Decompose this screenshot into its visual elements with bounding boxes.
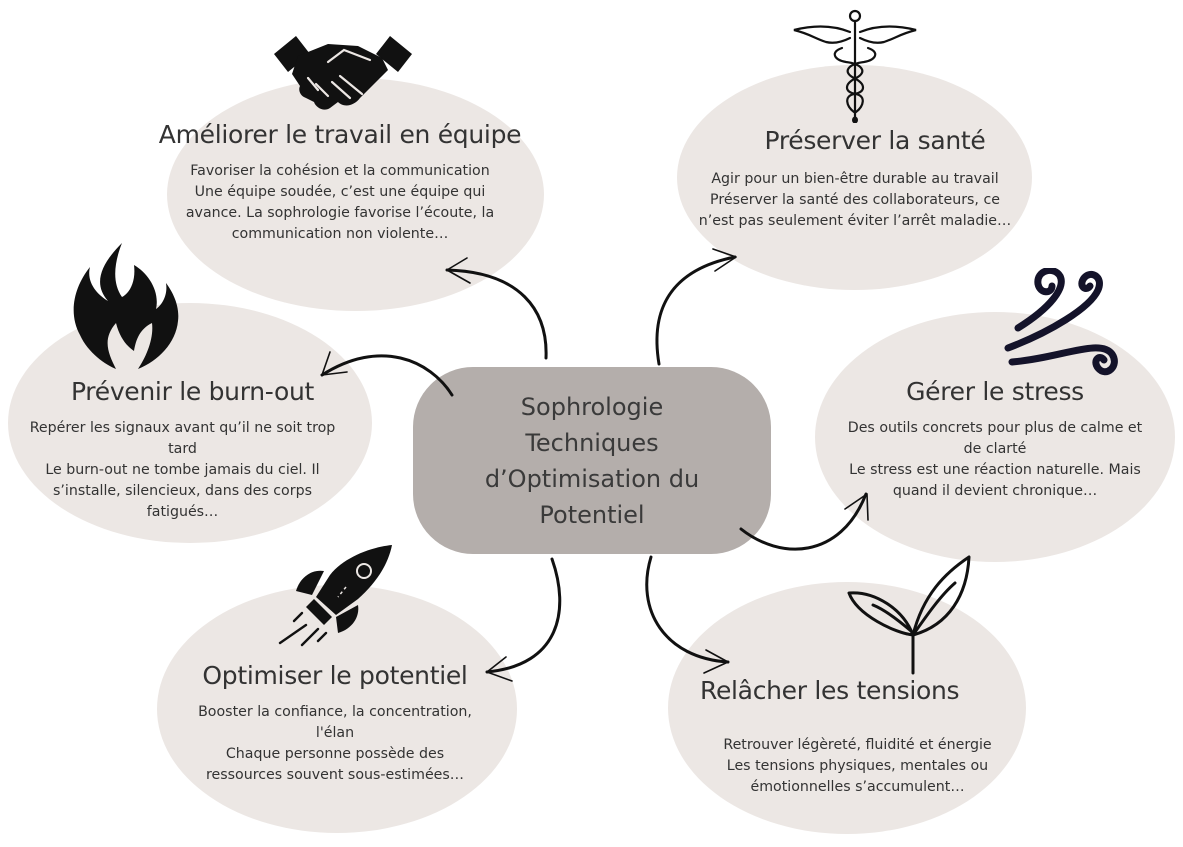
desc-line: Le stress est une réaction naturelle. Ma… [849, 462, 1141, 478]
desc-line: Retrouver légèreté, fluidité et énergie [723, 737, 992, 753]
node-title: Relâcher les tensions [700, 676, 960, 705]
center-topic: Sophrologie Techniques d’Optimisation du… [413, 367, 771, 554]
center-title: Sophrologie Techniques d’Optimisation du… [485, 389, 699, 533]
node-description: Agir pour un bien-être durable au travai… [680, 169, 1030, 232]
ellipse-potential [157, 585, 517, 833]
center-line: d’Optimisation du [484, 464, 700, 493]
sprout-icon [847, 555, 971, 675]
desc-line: l'élan [315, 725, 355, 741]
node-title: Préserver la santé [764, 126, 986, 155]
desc-line: Préserver la santé des collaborateurs, c… [710, 192, 1000, 208]
arrow-stress [739, 492, 868, 551]
arrowhead-potential [486, 656, 513, 682]
desc-line: n’est pas seulement éviter l’arrêt malad… [698, 213, 1012, 229]
node-description: Booster la confiance, la concentration, … [160, 702, 510, 786]
ellipse-burnout [8, 303, 372, 543]
desc-line: communication non violente… [231, 226, 449, 242]
arrow-burnout [320, 354, 454, 397]
desc-line: s’installe, silencieux, dans des corps [53, 483, 312, 499]
desc-line: Agir pour un bien-être durable au travai… [711, 171, 999, 187]
ellipse-teamwork [167, 78, 544, 311]
desc-line: Booster la confiance, la concentration, [198, 704, 472, 720]
arrow-tensions [645, 555, 730, 664]
desc-line: tard [168, 441, 197, 457]
node-stress: Gérer le stress Des outils concrets pour… [815, 377, 1175, 502]
rocket-icon [278, 545, 392, 647]
desc-line: Une équipe soudée, c’est une équipe qui [194, 184, 486, 200]
node-tensions: Relâcher les tensions Retrouver légèreté… [700, 676, 1015, 798]
arrowhead-health [712, 248, 737, 272]
handshake-icon [274, 36, 412, 110]
desc-line: Repérer les signaux avant qu’il ne soit … [29, 420, 336, 436]
arrow-potential [485, 557, 562, 674]
node-description: Favoriser la cohésion et la communicatio… [140, 161, 540, 245]
flame-icon [73, 243, 179, 369]
center-line: Sophrologie [520, 392, 664, 421]
desc-line: avance. La sophrologie favorise l’écoute… [185, 205, 495, 221]
node-description: Retrouver légèreté, fluidité et énergie … [700, 735, 1015, 798]
node-teamwork: Améliorer le travail en équipe Favoriser… [140, 120, 540, 245]
desc-line: Le burn-out ne tombe jamais du ciel. Il [45, 462, 320, 478]
desc-line: Chaque personne possède des [225, 746, 445, 762]
node-burnout: Prévenir le burn-out Repérer les signaux… [0, 377, 365, 523]
arrowhead-tensions [703, 649, 729, 674]
desc-line: Favoriser la cohésion et la communicatio… [190, 163, 490, 179]
desc-line: émotionnelles s’accumulent… [750, 779, 965, 795]
node-title: Gérer le stress [906, 377, 1084, 406]
center-line: Potentiel [539, 500, 645, 529]
arrow-health [655, 255, 737, 366]
node-description: Des outils concrets pour plus de calme e… [815, 418, 1175, 502]
arrowhead-stress [844, 493, 869, 521]
arrowhead-burnout [321, 351, 348, 376]
desc-line: quand il devient chronique… [892, 483, 1098, 499]
desc-line: Des outils concrets pour plus de calme e… [847, 420, 1143, 436]
node-title: Prévenir le burn-out [70, 377, 315, 406]
node-description: Repérer les signaux avant qu’il ne soit … [0, 418, 365, 523]
desc-line: de clarté [963, 441, 1027, 457]
desc-line: Les tensions physiques, mentales ou [726, 758, 989, 774]
arrow-teamwork [445, 268, 548, 360]
desc-line: fatigués… [146, 504, 219, 520]
desc-line: ressources souvent sous-estimées… [206, 767, 464, 783]
node-title: Optimiser le potentiel [202, 661, 468, 690]
ellipse-tensions [668, 582, 1026, 834]
arrowhead-teamwork [446, 257, 471, 284]
wind-icon [1004, 268, 1118, 376]
center-line: Techniques [525, 428, 659, 457]
node-health: Préserver la santé Agir pour un bien-êtr… [680, 126, 1030, 232]
node-title: Améliorer le travail en équipe [158, 120, 522, 149]
caduceus-icon [793, 9, 917, 123]
node-potential: Optimiser le potentiel Booster la confia… [160, 661, 510, 786]
